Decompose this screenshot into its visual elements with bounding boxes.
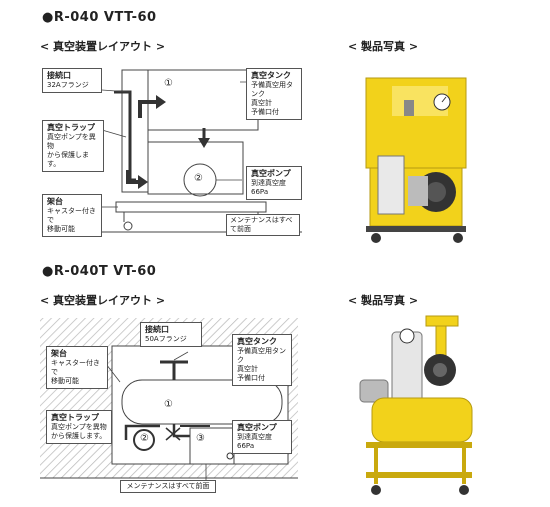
diagram1-port-label: 接続口 32Aフランジ <box>42 68 102 93</box>
diagram1-marker-2: ② <box>194 173 203 184</box>
diagram2-trap-label: 真空トラップ 真空ポンプを異物 から保護します。 <box>46 410 112 444</box>
section2-layout-heading: < 真空装置レイアウト > <box>40 294 166 307</box>
section1-title: ●R-040 VTT-60 <box>42 10 157 25</box>
diagram1-stand-label: 架台 キャスター付きで 移動可能 <box>42 194 102 237</box>
diagram1-pump-label: 真空ポンプ 到達真空度66Pa <box>246 166 302 200</box>
diagram1-marker-1: ① <box>164 78 173 89</box>
diagram2-pump-label: 真空ポンプ 到達真空度66Pa <box>232 420 292 454</box>
product-photo-1 <box>365 77 467 243</box>
diagram2-marker-3: ③ <box>196 433 205 444</box>
section2-photo-heading: < 製品写真 > <box>348 294 419 307</box>
section2-title: ●R-040T VT-60 <box>42 264 157 279</box>
diagram1-tank-label: 真空タンク 予備真空用タンク 真空計 予備口付 <box>246 68 302 120</box>
section1-photo-heading: < 製品写真 > <box>348 40 419 53</box>
diagram1-maintenance-note: メンテナンスはすべて前面 <box>226 214 300 236</box>
diagram2-port-label: 接続口 50Aフランジ <box>140 322 202 347</box>
diagram2-marker-1: ① <box>164 399 173 410</box>
section1-layout-heading: < 真空装置レイアウト > <box>40 40 166 53</box>
layout-diagram-1 <box>60 69 302 233</box>
product-photo-2 <box>359 315 473 495</box>
diagram2-marker-2: ② <box>140 433 149 444</box>
diagram2-stand-label: 架台 キャスター付きで 移動可能 <box>46 346 108 389</box>
diagram2-maintenance-note: メンテナンスはすべて前面 <box>120 480 216 493</box>
diagram2-tank-label: 真空タンク 予備真空用タンク 真空計 予備口付 <box>232 334 292 386</box>
diagram1-trap-label: 真空トラップ 真空ポンプを異物 から保護します。 <box>42 120 104 172</box>
